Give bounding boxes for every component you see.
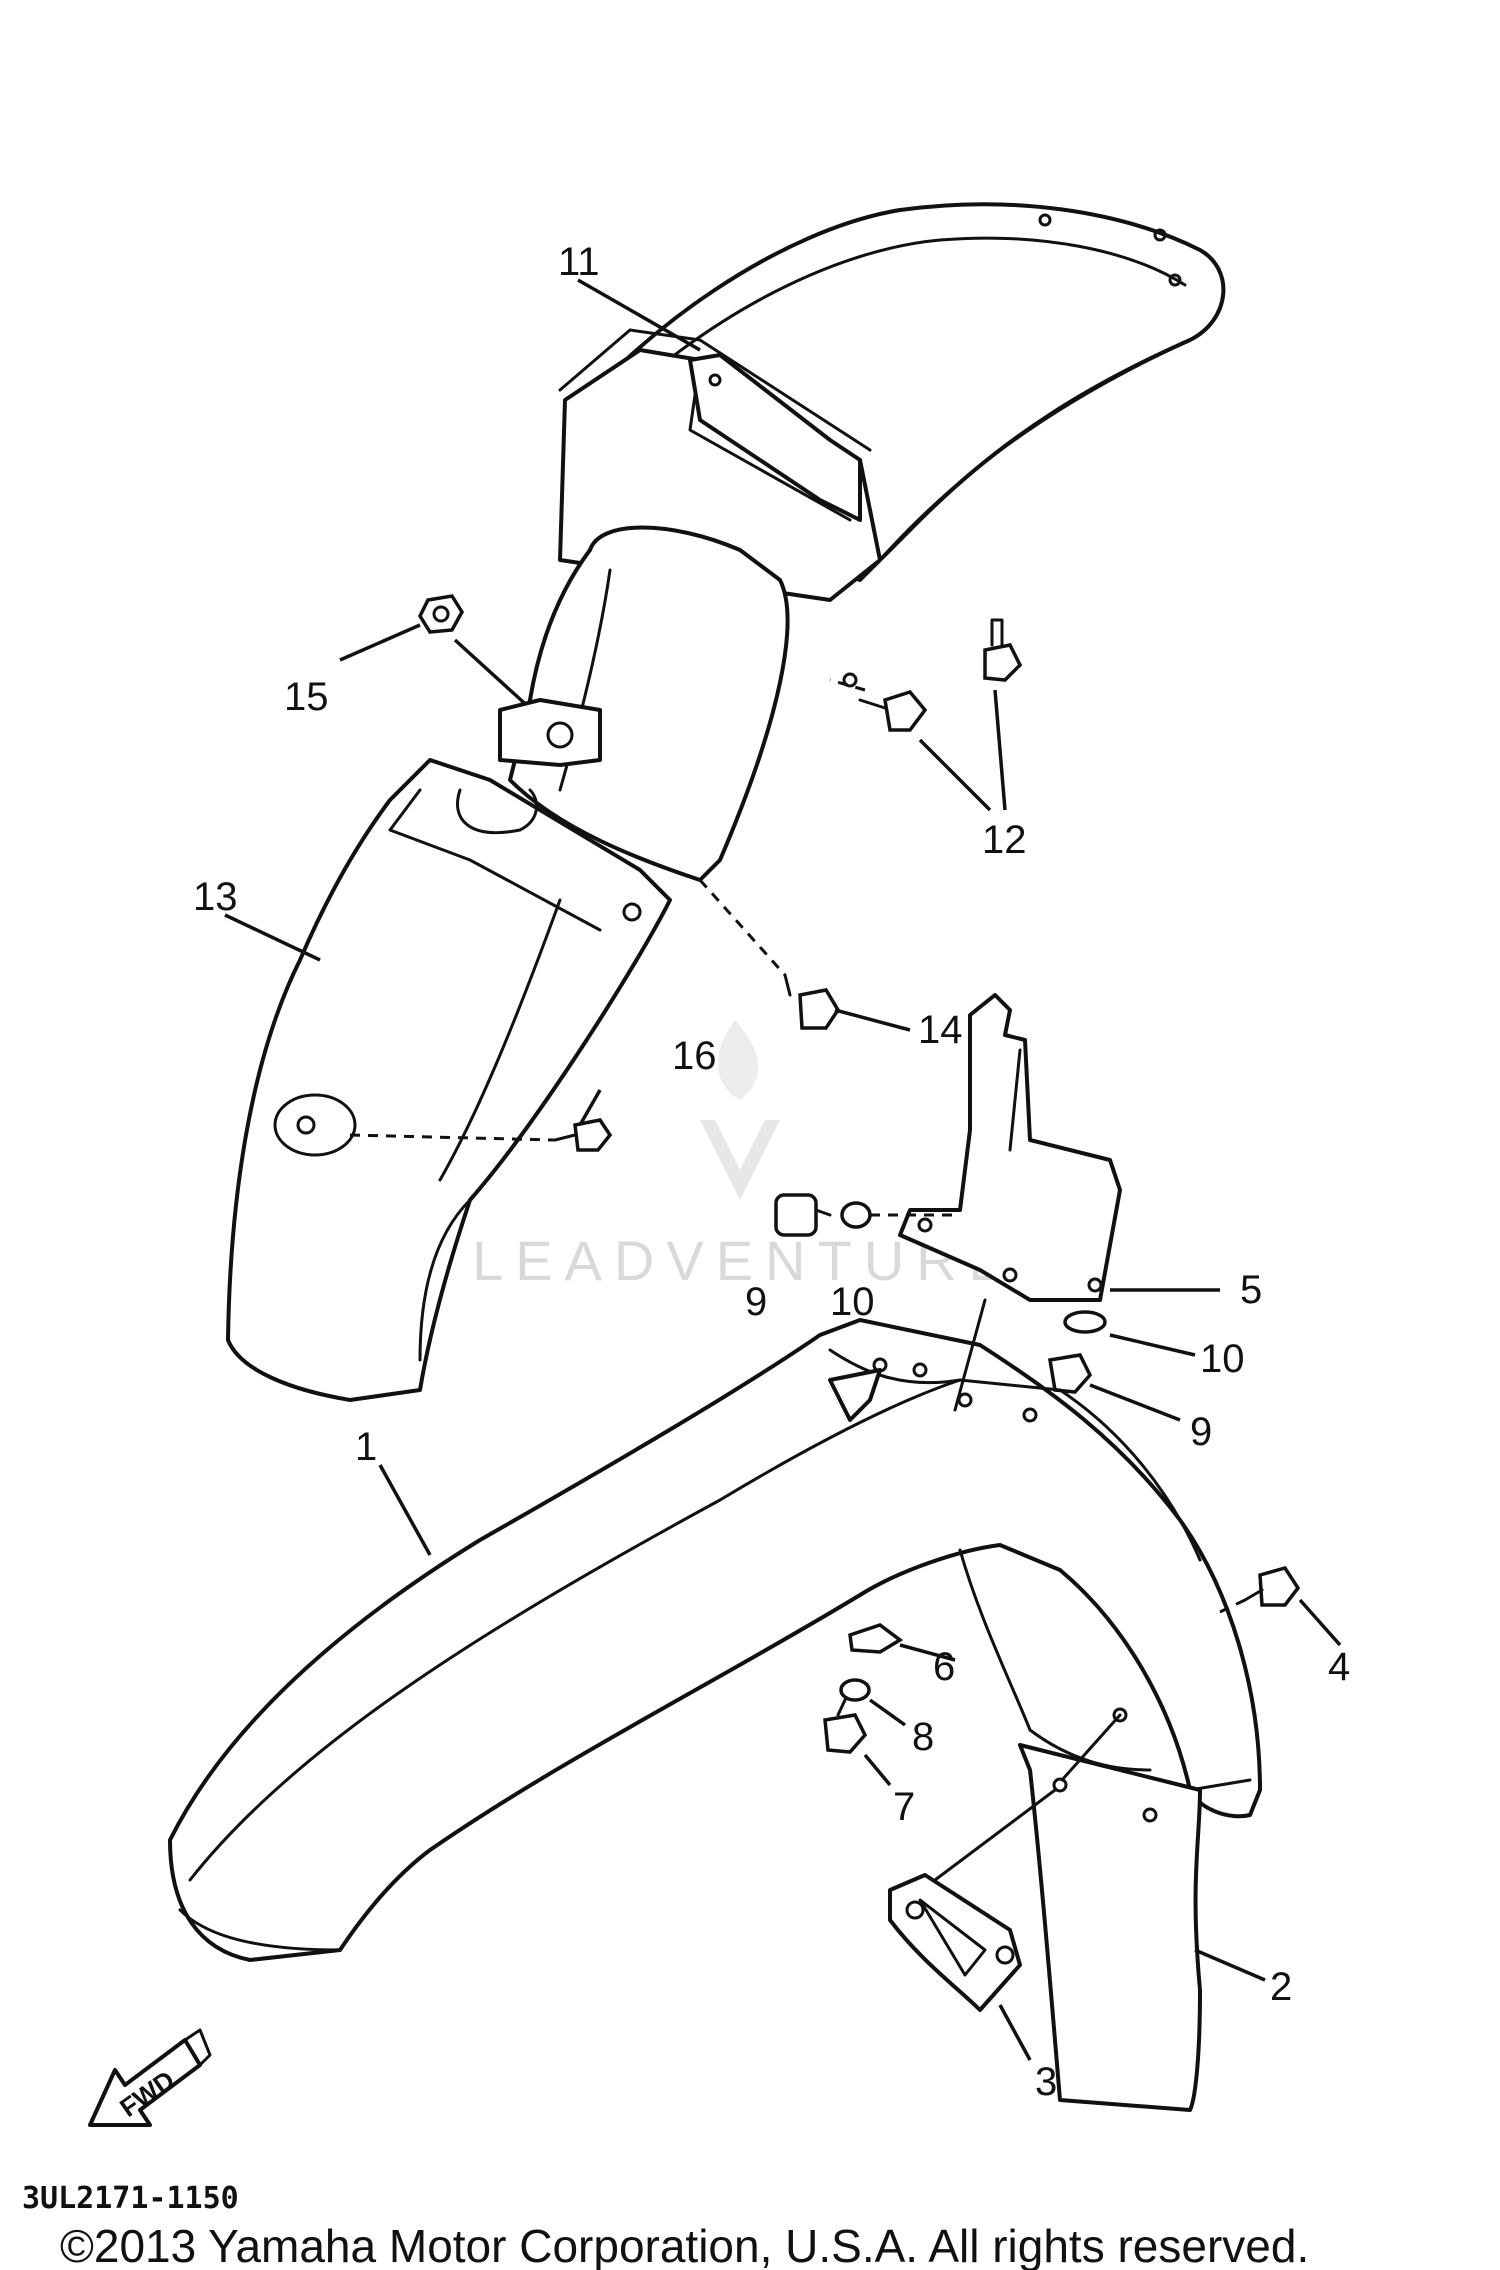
rear-fender [508, 202, 1226, 882]
callout-12: 12 [982, 818, 1027, 862]
callout-1: 1 [355, 1425, 377, 1469]
fender-bracket-15 [498, 698, 602, 767]
washer-10-lower [1063, 1310, 1107, 1334]
callout-3: 3 [1035, 2060, 1057, 2104]
bracket-5 [898, 993, 1122, 1302]
callout-14: 14 [918, 1008, 963, 1052]
bolt-9-upper [774, 1193, 832, 1237]
forward-arrow-icon [88, 2028, 212, 2127]
washer-10-upper [840, 1201, 872, 1229]
bolt-14 [783, 973, 841, 1030]
front-fender [168, 1318, 1262, 1962]
bolt-4 [1243, 1565, 1301, 1607]
rear-flap [226, 758, 672, 1402]
screw-16 [553, 1118, 613, 1152]
callout-6: 6 [933, 1645, 955, 1689]
copyright-notice: ©2013 Yamaha Motor Corporation, U.S.A. A… [60, 2220, 1309, 2270]
callout-16: 16 [672, 1034, 717, 1078]
plate-3 [888, 1873, 1022, 2012]
callout-4: 4 [1328, 1645, 1350, 1689]
bolt-12-lower [858, 689, 928, 732]
bolt-9-lower [1047, 1353, 1093, 1394]
callout-10-lower: 10 [1200, 1337, 1245, 1381]
callout-11: 11 [558, 240, 600, 284]
bolt-7 [823, 1698, 868, 1754]
callout-8: 8 [912, 1715, 934, 1759]
nut-15 [417, 594, 465, 634]
callout-10-upper: 10 [830, 1280, 875, 1324]
callout-15: 15 [284, 675, 329, 719]
callout-2: 2 [1270, 1965, 1292, 2009]
callout-9-upper: 9 [745, 1280, 767, 1324]
callout-9-lower: 9 [1190, 1410, 1212, 1454]
washer-6 [848, 1623, 904, 1654]
mud-flap [1018, 1743, 1202, 2112]
callout-5: 5 [1240, 1268, 1262, 1312]
washer-8 [839, 1678, 871, 1702]
bolt-12-upper [983, 618, 1023, 682]
callout-7: 7 [893, 1785, 915, 1829]
callout-13: 13 [193, 875, 238, 919]
diagram-code: 3UL2171-1150 [22, 2181, 239, 2216]
watermark-logo [700, 1020, 780, 1200]
